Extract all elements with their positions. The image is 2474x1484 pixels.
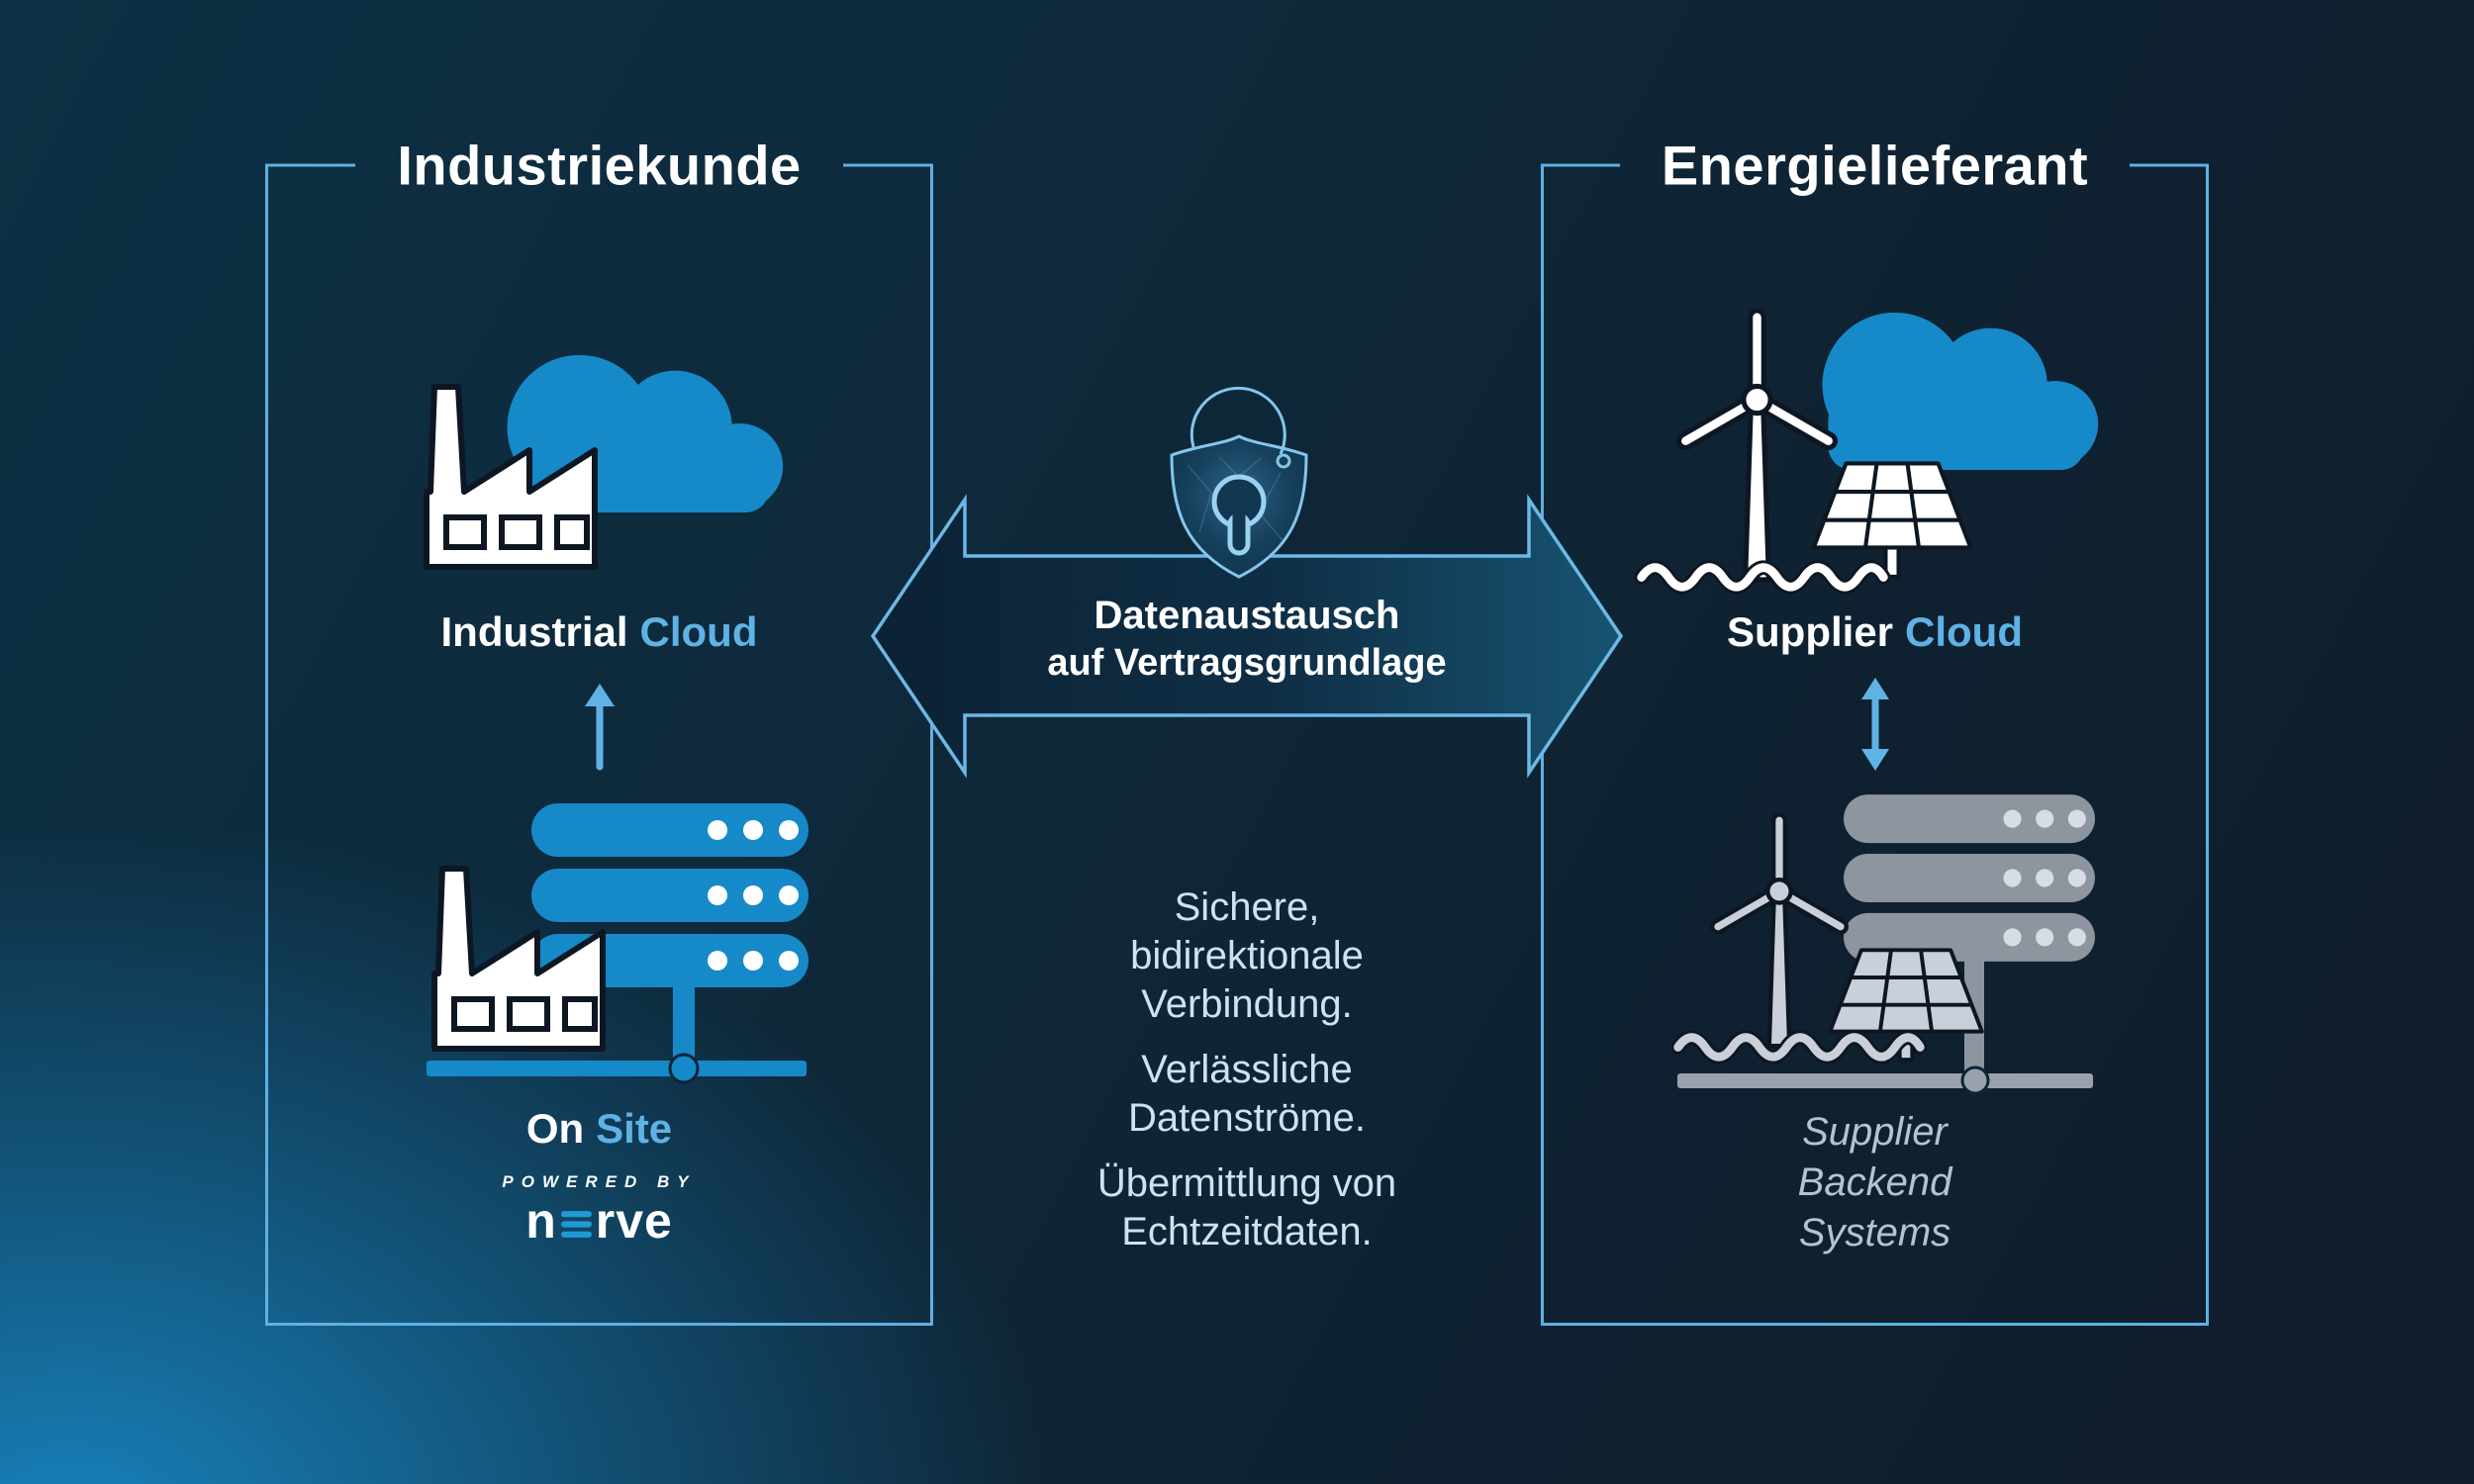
benefit-item: Sichere, bidirektionale Verbindung.	[1130, 885, 1364, 1026]
benefit-item: Übermittlung von Echtzeitdaten.	[1096, 1161, 1397, 1253]
on-site-servers-icon	[427, 803, 809, 1084]
supplier-cloud-icon	[1633, 259, 2099, 596]
wind-turbine-icon	[1710, 814, 1849, 1046]
server-stack-icon	[1844, 794, 2095, 962]
data-exchange-arrow	[870, 386, 1624, 779]
page-title-energielieferant: Energielieferant	[1661, 134, 2089, 197]
network-line	[1677, 1073, 2093, 1088]
padlock-shackle-icon	[1189, 386, 1286, 455]
cloud-icon	[1822, 312, 2099, 470]
bidirectional-arrow-icon	[1860, 678, 1889, 771]
water-wave-icon	[1678, 1038, 1921, 1058]
panel-top-border: Industriekunde	[265, 134, 934, 198]
wind-turbine-icon	[1676, 311, 1838, 580]
panel-top-border: Energielieferant	[1541, 134, 2210, 198]
shackle-pin	[1276, 453, 1291, 469]
nerve-logo-bars-icon	[560, 1210, 592, 1238]
keyhole-icon	[1211, 474, 1267, 556]
arrow-title-line2: auf Vertragsgrundlage	[1047, 642, 1447, 684]
benefit-item: Verlässliche Datenströme.	[1127, 1048, 1367, 1140]
supplier-backend-icon	[1638, 794, 2095, 1095]
network-node	[1960, 1066, 1990, 1095]
benefits-list: Sichere, bidirektionale Verbindung. Verl…	[970, 883, 1524, 1273]
shield-lock-icon	[1170, 386, 1308, 579]
arrow-title: Datenaustausch auf Vertragsgrundlage	[970, 592, 1524, 687]
backend-systems-label: Supplier Backend Systems	[1797, 1110, 1952, 1254]
up-arrow-icon	[584, 684, 615, 771]
arrow-title-line1: Datenaustausch	[1094, 594, 1400, 637]
network-node	[668, 1053, 700, 1084]
solar-panel-icon	[1814, 463, 1971, 576]
page-title-industriekunde: Industriekunde	[397, 134, 802, 197]
border-segment	[265, 163, 356, 167]
network-line	[427, 1061, 807, 1076]
border-segment	[1541, 163, 1620, 167]
border-segment	[2130, 163, 2210, 167]
double-arrow-shape	[870, 494, 1624, 779]
server-stem	[673, 981, 695, 1067]
border-segment	[842, 163, 934, 167]
industrial-cloud-icon	[415, 354, 784, 591]
powered-by-label: POWERED BY	[502, 1172, 697, 1191]
